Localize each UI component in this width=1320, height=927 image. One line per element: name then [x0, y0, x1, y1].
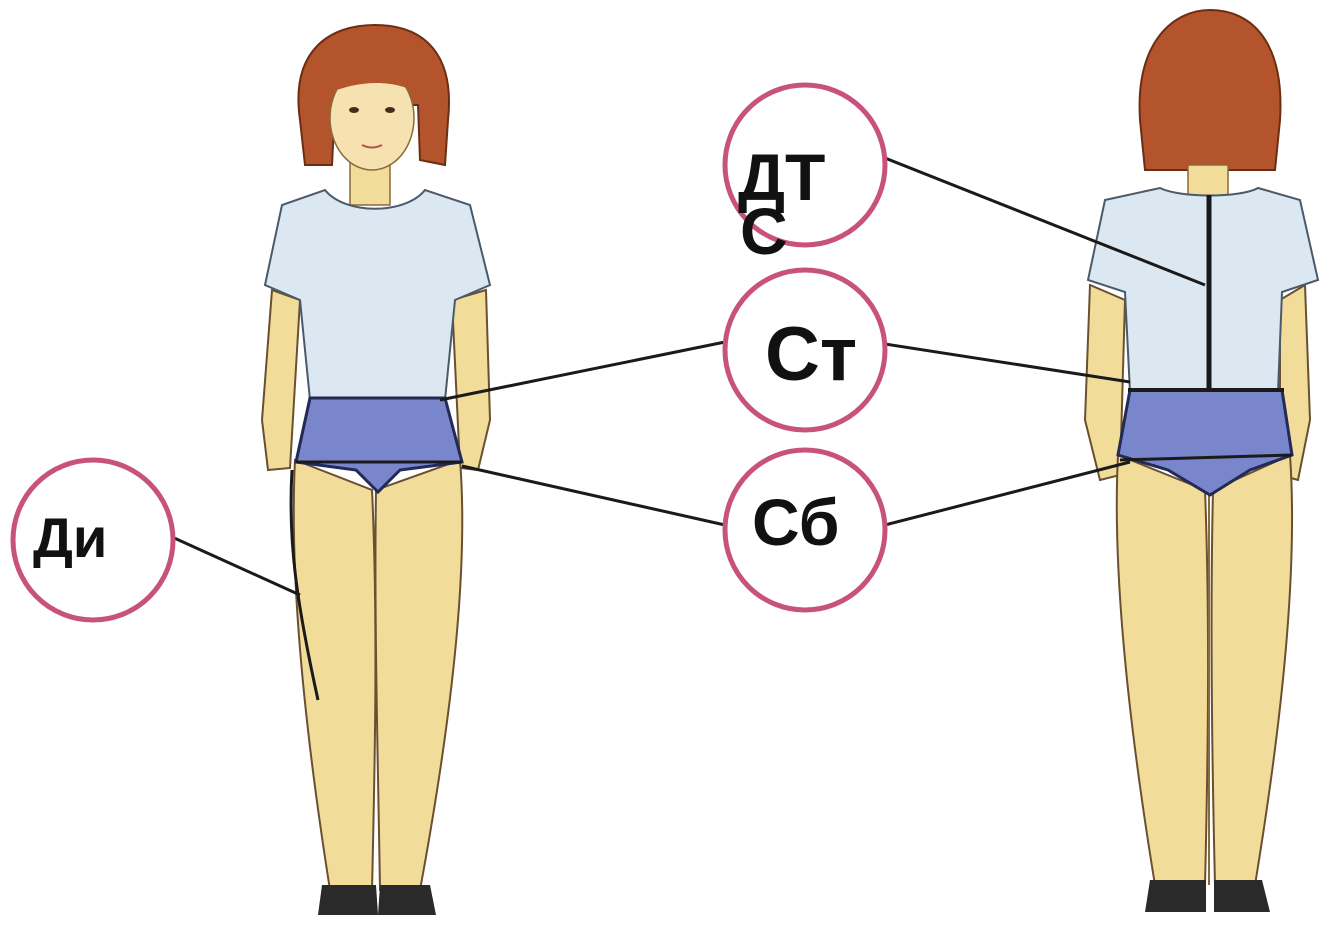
- front-shoe-right: [378, 885, 436, 915]
- front-leg-left: [294, 460, 376, 890]
- front-eye-right: [385, 107, 395, 113]
- front-leg-right: [375, 460, 462, 890]
- leader-di: [172, 537, 300, 595]
- back-shoe-right: [1214, 880, 1270, 912]
- label-dts-line2: С: [740, 194, 788, 268]
- front-arm-left: [262, 290, 300, 470]
- back-leg-left: [1117, 455, 1208, 885]
- label-sb: Сб: [752, 485, 840, 559]
- back-figure: [1085, 10, 1318, 912]
- leader-sb-back: [885, 462, 1130, 525]
- label-st: Ст: [765, 312, 857, 397]
- leader-sb-front: [462, 466, 725, 525]
- back-leg-right: [1212, 455, 1293, 885]
- front-shoe-left: [318, 885, 378, 915]
- back-hair: [1140, 10, 1281, 170]
- back-shoe-left: [1145, 880, 1206, 912]
- front-eye-left: [349, 107, 359, 113]
- front-figure: [262, 25, 490, 915]
- label-di: Ди: [33, 506, 107, 569]
